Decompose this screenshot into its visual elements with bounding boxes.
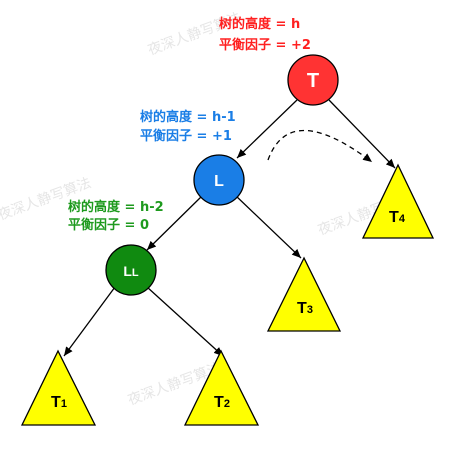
subtree-t4-main: T [389,209,399,226]
node-ll: LL [105,244,157,296]
edge-l-to-ll [146,194,204,251]
annotation-l-balance: 平衡因子 = +1 [140,128,232,144]
subtree-t3-triangle [266,256,342,332]
annotation-ll-height: 树的高度 = h-2 [68,199,164,215]
subtree-t1: T1 [20,349,97,426]
node-ll-label: LL [123,263,139,279]
subtree-t4-label: T4 [389,209,406,226]
subtree-t3: T3 [266,256,342,332]
watermark-group: 夜深人静写算法 夜深人静写算法 夜深人静写算法 夜深人静写算法 [0,10,413,409]
subtree-t4-triangle [361,163,435,239]
subtree-t2-label: T2 [214,394,230,411]
annotation-l-height: 树的高度 = h-1 [140,109,236,125]
subtree-t4-sub: 4 [399,213,406,225]
node-t: T [287,54,339,106]
subtree-t3-label: T3 [297,300,313,317]
subtree-t2-sub: 2 [224,398,230,410]
subtree-t3-main: T [297,300,307,317]
edge-ll-to-t1 [63,286,116,357]
edge-l-to-t3 [234,194,302,259]
subtree-t2-main: T [214,394,224,411]
subtree-t3-sub: 3 [307,304,313,316]
node-l-circle [193,154,245,206]
subtree-t2: T2 [183,349,260,426]
annotation-t-height: 树的高度 = h [219,16,300,32]
rotation-dashed-arrow [267,129,373,163]
subtree-t1-sub: 1 [61,398,67,410]
node-ll-main: L [123,263,132,279]
edge-ll-to-t2 [146,286,224,357]
subtree-t1-main: T [51,394,61,411]
subtree-t1-label: T1 [51,394,67,411]
subtree-t2-triangle [183,349,260,426]
node-t-label: T [307,70,319,92]
node-l: L [193,154,245,206]
annotation-ll-balance: 平衡因子 = 0 [68,217,149,233]
edge-t-to-t4 [328,99,396,169]
subtree-t1-triangle [20,349,97,426]
node-ll-circle [105,244,157,296]
node-t-circle [287,54,339,106]
annotation-t-balance: 平衡因子 = +2 [219,37,311,53]
node-l-label: L [214,173,224,190]
edge-t-to-l [236,99,298,159]
subtree-t4: T4 [361,163,435,239]
node-ll-sub: L [132,267,139,279]
